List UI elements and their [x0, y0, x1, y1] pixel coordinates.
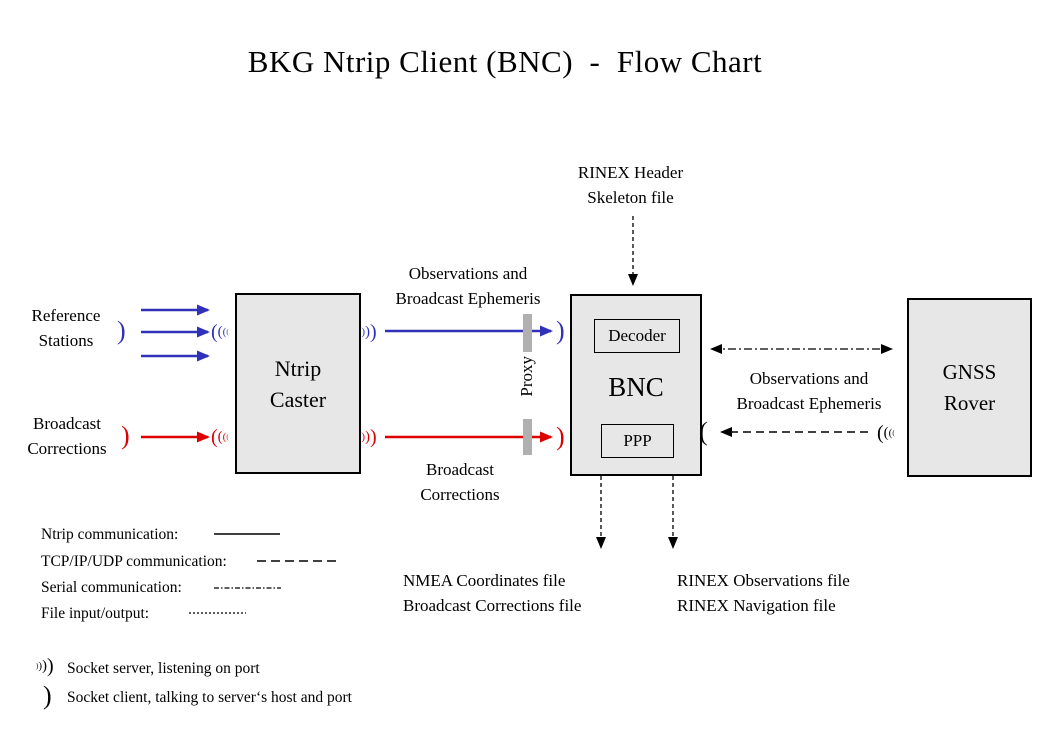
label-reference-stations: Reference Stations	[31, 306, 101, 350]
socket-server-icon: ((((	[211, 426, 229, 448]
socket-client-icon: (	[699, 417, 708, 446]
legend-serial-label: Serial communication:	[41, 579, 182, 596]
socket-client-icon: )	[121, 421, 130, 450]
socket-client-icon: )	[556, 422, 565, 451]
proxy-bars	[523, 314, 532, 455]
gnss-rover-label: GNSS Rover	[942, 359, 997, 415]
reference-station-arrows	[141, 304, 210, 362]
socket-server-icon: ((((	[211, 321, 229, 343]
bnc-output-file-arrows	[596, 476, 678, 549]
label-rinex-files: RINEX Observations file RINEX Navigation…	[677, 571, 850, 615]
node-ppp: PPP	[601, 424, 674, 458]
legend-fileio-label: File input/output:	[41, 605, 150, 622]
node-ntrip-caster: Ntrip Caster	[235, 293, 361, 474]
node-bnc: Decoder BNC PPP	[570, 294, 702, 476]
label-broadcast-corrections-left: Broadcast Corrections	[27, 414, 107, 458]
ntrip-caster-label: Ntrip Caster	[269, 355, 327, 412]
socket-server-icon: ((((	[877, 422, 895, 444]
label-nmea-files: NMEA Coordinates file Broadcast Correcti…	[403, 571, 582, 615]
legend-ntrip-label: Ntrip communication:	[41, 526, 179, 543]
legend-tcp-label: TCP/IP/UDP communication:	[41, 553, 227, 570]
legend-socket-client-label: Socket client, talking to server‘s host …	[67, 689, 352, 706]
page-title: BKG Ntrip Client (BNC) - Flow Chart	[247, 44, 763, 79]
bnc-label: BNC	[608, 372, 664, 402]
label-broadcast-corrections-mid: Broadcast Corrections	[420, 460, 500, 504]
label-proxy: Proxy	[517, 356, 536, 397]
legend-line-samples	[189, 533, 341, 614]
node-gnss-rover: GNSS Rover	[907, 298, 1032, 477]
node-decoder: Decoder	[594, 319, 680, 353]
socket-client-icon: )	[117, 316, 126, 345]
socket-server-icon: ))))	[36, 655, 54, 677]
socket-client-icon: )	[43, 681, 52, 710]
label-rinex-header-skeleton: RINEX Header Skeleton file	[577, 163, 684, 207]
label-observations-ephemeris-top: Observations and Broadcast Ephemeris	[395, 264, 541, 308]
socket-client-icon: )	[556, 316, 565, 345]
legend-socket-server-label: Socket server, listening on port	[67, 660, 260, 677]
socket-server-icon: ))))	[359, 321, 377, 343]
label-observations-ephemeris-right: Observations and Broadcast Ephemeris	[736, 369, 882, 413]
socket-server-icon: ))))	[359, 426, 377, 448]
